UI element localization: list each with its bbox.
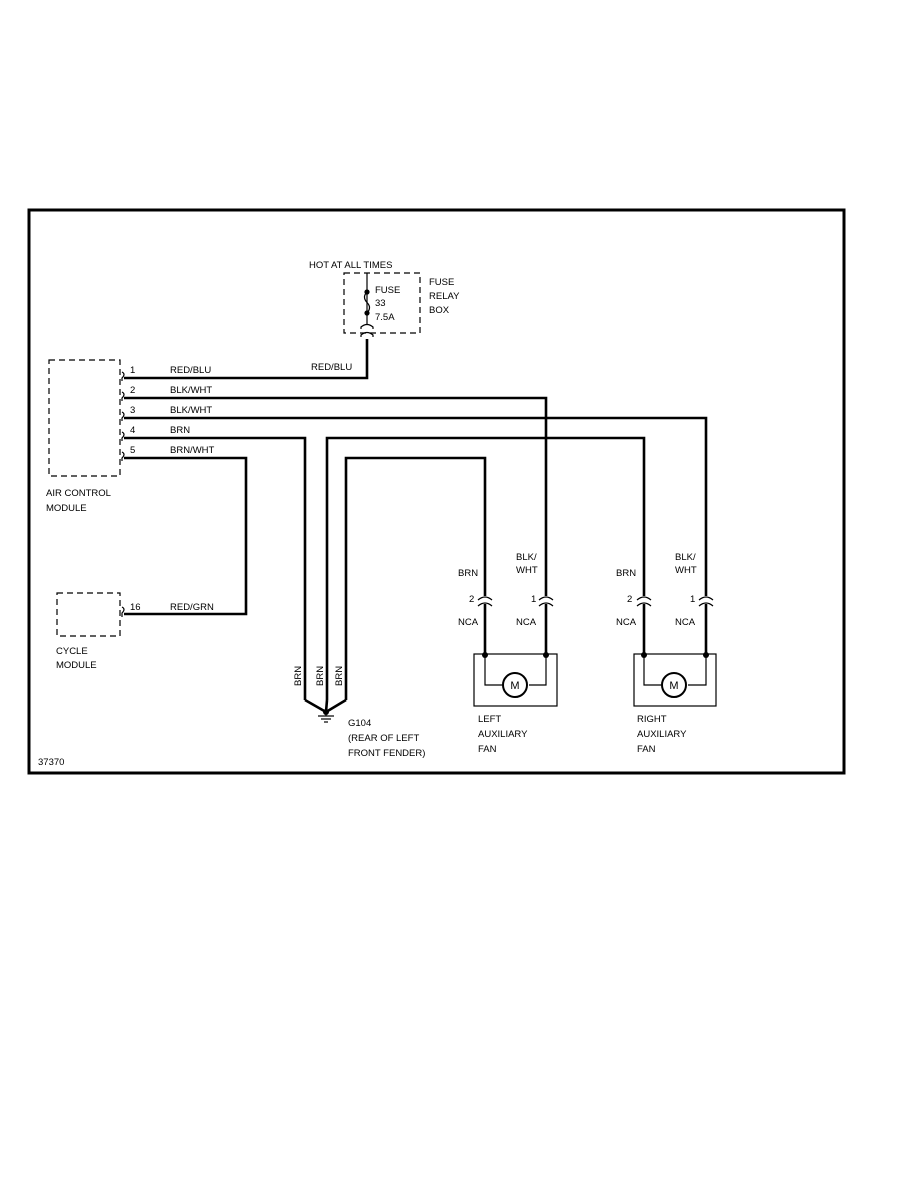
pin-1-number: 1 — [130, 365, 135, 376]
left-fan-motor-icon — [502, 672, 528, 698]
right-fan-name-1: RIGHT — [637, 714, 667, 725]
fuse-label: FUSE — [375, 285, 400, 296]
pin-1-wire-label: RED/BLU — [170, 365, 211, 376]
left-fan-pin-a-connector: NCA — [458, 617, 479, 628]
wire-brn-left-fan — [344, 456, 487, 700]
wires — [124, 339, 708, 714]
ground-location-1: (REAR OF LEFT — [348, 733, 419, 744]
fuse-output-wire-label: RED/BLU — [311, 362, 352, 373]
right-fan-pin-b-wire-2: WHT — [675, 565, 697, 576]
ground-g104: BRN BRN BRN G104 (REAR OF LEFT FRONT FEN… — [293, 666, 425, 759]
wire-blk-wht-right-fan — [124, 416, 708, 596]
right-fan-pin-a-number: 2 — [627, 594, 632, 605]
left-fan-pin-b-wire-1: BLK/ — [516, 552, 537, 563]
right-fan-pin-b-connector-icon — [698, 596, 714, 607]
right-fan-motor-label: M — [669, 680, 678, 692]
cycle-module-connector-icon — [121, 606, 125, 617]
cycle-module-name-2: MODULE — [56, 660, 97, 671]
left-fan-pin-b-connector-icon — [538, 596, 554, 607]
diagram-id: 37370 — [38, 757, 64, 768]
cycle-module: 16 RED/GRN CYCLE MODULE — [56, 592, 214, 671]
right-fan-name-3: FAN — [637, 744, 656, 755]
right-fan-pin-b-wire-1: BLK/ — [675, 552, 696, 563]
fuse-rating: 7.5A — [375, 312, 395, 323]
fuse-box-name-2: RELAY — [429, 291, 460, 302]
right-fan-pin-a-wire: BRN — [616, 568, 636, 579]
right-fan-housing — [633, 653, 717, 707]
ground-wire-label-3: BRN — [334, 666, 345, 686]
pin-2-wire-label: BLK/WHT — [170, 385, 212, 396]
left-fan-name-1: LEFT — [478, 714, 501, 725]
wire-brn-wht — [124, 456, 248, 616]
left-fan-pin-a-wire: BRN — [458, 568, 478, 579]
fuse-relay-box-outline — [343, 272, 421, 334]
right-fan-motor-leads — [643, 655, 707, 686]
wire-brn-right-fan — [325, 436, 646, 700]
fuse-number: 33 — [375, 298, 386, 309]
hot-at-all-times-label: HOT AT ALL TIMES — [309, 260, 392, 271]
pin-1-connector-icon — [121, 371, 125, 381]
left-fan-name-3: FAN — [478, 744, 497, 755]
pin-4-wire-label: BRN — [170, 425, 190, 436]
wire-brn-pin-4 — [124, 436, 307, 700]
right-fan-pin-b-connector: NCA — [675, 617, 696, 628]
cycle-module-name-1: CYCLE — [56, 646, 88, 657]
right-fan-pin-a-connector: NCA — [616, 617, 637, 628]
right-fan-motor-icon — [661, 672, 687, 698]
pin-4-number: 4 — [130, 425, 135, 436]
pin-5-number: 5 — [130, 445, 135, 456]
fuse-relay-box: HOT AT ALL TIMES FUSE 33 7.5A FUSE RELAY… — [309, 260, 460, 373]
fuse-box-name-3: BOX — [429, 305, 450, 316]
air-control-module: 1 2 3 4 5 RED/BLU BLK/WHT BLK/WHT BRN BR… — [46, 359, 215, 514]
air-control-module-name-2: MODULE — [46, 503, 87, 514]
left-fan-pin-b-wire-2: WHT — [516, 565, 538, 576]
pin-3-number: 3 — [130, 405, 135, 416]
ground-name: G104 — [348, 718, 371, 729]
ground-wire-label-1: BRN — [293, 666, 304, 686]
pin-3-wire-label: BLK/WHT — [170, 405, 212, 416]
cycle-module-outline — [56, 592, 121, 637]
cycle-module-wire-label: RED/GRN — [170, 602, 214, 613]
wire-blk-wht-left-fan — [124, 396, 548, 596]
pin-4-connector-icon — [121, 431, 125, 441]
left-fan-pin-a-number: 2 — [469, 594, 474, 605]
pin-2-number: 2 — [130, 385, 135, 396]
fuse-box-name-1: FUSE — [429, 277, 454, 288]
left-fan-pin-b-connector: NCA — [516, 617, 537, 628]
right-fan-pin-b-number: 1 — [690, 594, 695, 605]
left-fan-name-2: AUXILIARY — [478, 729, 528, 740]
right-fan-name-2: AUXILIARY — [637, 729, 687, 740]
left-fan-motor-label: M — [510, 680, 519, 692]
ground-wire-label-2: BRN — [315, 666, 326, 686]
ground-location-2: FRONT FENDER) — [348, 748, 425, 759]
air-control-module-name-1: AIR CONTROL — [46, 488, 111, 499]
pin-5-connector-icon — [121, 451, 125, 461]
wire-red-blu — [124, 339, 369, 380]
fuse-box-connector-icon — [360, 323, 374, 337]
left-fan-pin-b-number: 1 — [531, 594, 536, 605]
right-auxiliary-fan: BRN BLK/ WHT 2 1 NCA NCA M RIGHT AUXILIA… — [616, 552, 717, 755]
fuse-icon — [363, 291, 371, 314]
left-fan-pin-a-connector-icon — [477, 596, 493, 607]
pin-5-wire-label: BRN/WHT — [170, 445, 215, 456]
left-fan-housing — [473, 653, 558, 707]
pin-3-connector-icon — [121, 411, 125, 421]
right-fan-pin-a-connector-icon — [636, 596, 652, 607]
left-fan-motor-leads — [484, 655, 547, 686]
air-control-module-outline — [48, 359, 121, 477]
cycle-module-pin-number: 16 — [130, 602, 141, 613]
left-auxiliary-fan: BRN BLK/ WHT 2 1 NCA NCA M LEFT AUXILIAR… — [458, 552, 558, 755]
pin-2-connector-icon — [121, 391, 125, 401]
diagram-frame — [27, 208, 846, 775]
